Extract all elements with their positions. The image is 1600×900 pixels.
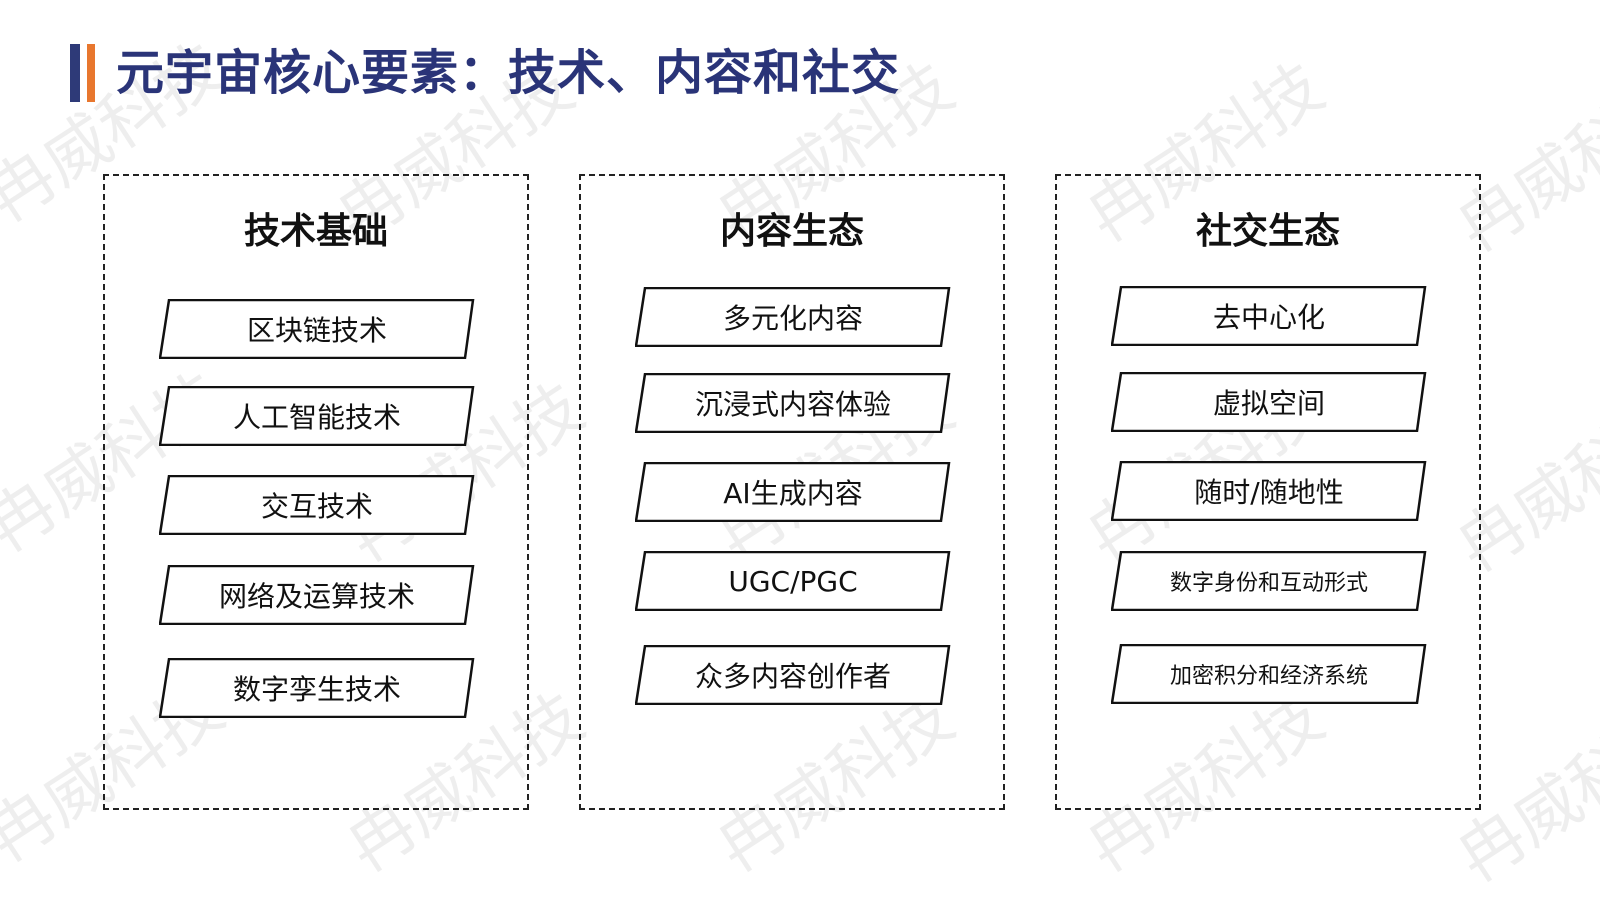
item-box: 数字孪生技术 bbox=[159, 658, 475, 718]
item-box: 网络及运算技术 bbox=[159, 565, 475, 625]
item-box: 交互技术 bbox=[159, 475, 475, 535]
item-box: 数字身份和互动形式 bbox=[1111, 551, 1427, 611]
panel-title: 社交生态 bbox=[1195, 211, 1340, 252]
item-label: 网络及运算技术 bbox=[218, 580, 415, 613]
item-label: 随时/随地性 bbox=[1194, 476, 1344, 509]
item-label: 数字身份和互动形式 bbox=[1169, 571, 1368, 596]
panel-content: 内容生态 多元化内容 沉浸式内容体验 AI生成内容 UGC/PGC 众多内容创作… bbox=[579, 174, 1005, 810]
panel-title: 内容生态 bbox=[719, 211, 864, 252]
item-box: AI生成内容 bbox=[635, 462, 951, 522]
item-box: 众多内容创作者 bbox=[635, 645, 951, 705]
title-accent-blue bbox=[70, 44, 80, 102]
item-box: 沉浸式内容体验 bbox=[635, 373, 951, 433]
item-label: AI生成内容 bbox=[723, 477, 863, 510]
item-box: 多元化内容 bbox=[635, 287, 951, 347]
item-label: 虚拟空间 bbox=[1212, 387, 1325, 420]
item-box: 人工智能技术 bbox=[159, 386, 475, 446]
title-accent-orange bbox=[87, 44, 95, 102]
item-label: 去中心化 bbox=[1212, 301, 1325, 334]
item-label: 沉浸式内容体验 bbox=[694, 388, 891, 421]
panel-technology: 技术基础 区块链技术 人工智能技术 交互技术 网络及运算技术 数字孪生技术 bbox=[103, 174, 529, 810]
item-label: 数字孪生技术 bbox=[232, 673, 401, 706]
item-label: UGC/PGC bbox=[728, 564, 858, 598]
panel-social: 社交生态 去中心化 虚拟空间 随时/随地性 数字身份和互动形式 加密积分和经济系… bbox=[1055, 174, 1481, 810]
item-label: 区块链技术 bbox=[246, 314, 387, 347]
panel-title: 技术基础 bbox=[243, 211, 388, 252]
item-label: 人工智能技术 bbox=[232, 401, 401, 434]
item-label: 加密积分和经济系统 bbox=[1169, 664, 1368, 689]
item-box: 虚拟空间 bbox=[1111, 372, 1427, 432]
item-box: 区块链技术 bbox=[159, 299, 475, 359]
item-label: 交互技术 bbox=[260, 490, 373, 523]
page-title: 元宇宙核心要素：技术、内容和社交 bbox=[116, 45, 901, 101]
item-box: 加密积分和经济系统 bbox=[1111, 644, 1427, 704]
item-box: UGC/PGC bbox=[635, 551, 951, 611]
item-box: 去中心化 bbox=[1111, 286, 1427, 346]
item-label: 众多内容创作者 bbox=[694, 660, 891, 693]
item-label: 多元化内容 bbox=[722, 302, 863, 335]
item-box: 随时/随地性 bbox=[1111, 461, 1427, 521]
